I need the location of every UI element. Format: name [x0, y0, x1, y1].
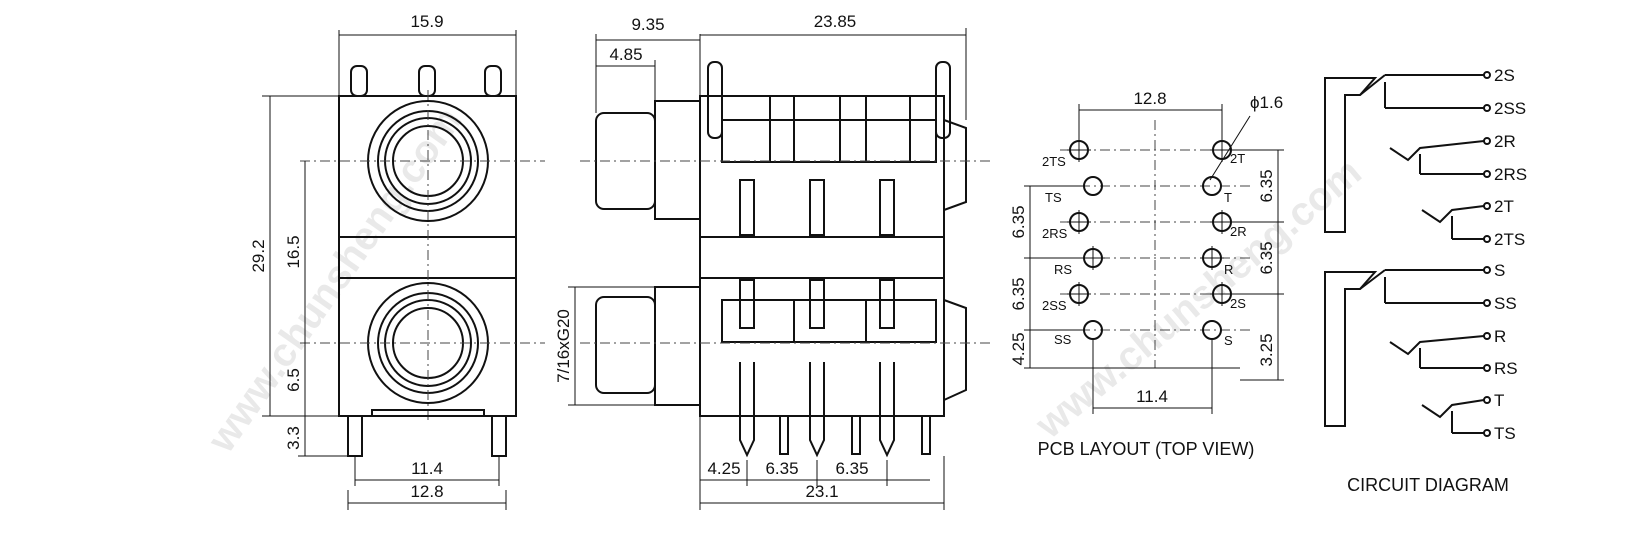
- pcb-label-2T: 2T: [1230, 151, 1245, 166]
- dim-front-width: 15.9: [410, 12, 443, 31]
- dim-body-length: 23.85: [814, 12, 857, 31]
- circuit-terminal-R: R: [1494, 327, 1506, 346]
- circuit-terminal-2SS: 2SS: [1494, 99, 1526, 118]
- pcb-label-2RS: 2RS: [1042, 226, 1068, 241]
- pcb-label-S: S: [1224, 333, 1233, 348]
- dim-pin-span: 23.1: [805, 482, 838, 501]
- dim-pcb-col-span: 12.8: [1133, 89, 1166, 108]
- dim-pcb-left-3: 4.25: [1009, 332, 1028, 365]
- pcb-label-2SS: 2SS: [1042, 298, 1067, 313]
- dim-pin-pitch-b: 6.35: [835, 459, 868, 478]
- circuit-terminal-2TS: 2TS: [1494, 230, 1525, 249]
- watermark: www.chunsheng.com: [199, 99, 471, 461]
- circuit-terminal-2T: 2T: [1494, 197, 1514, 216]
- dim-pin-length: 3.3: [284, 426, 303, 450]
- circuit-terminal-TS: TS: [1494, 424, 1516, 443]
- pcb-hole-RS: [1081, 246, 1105, 270]
- pcb-layout-caption: PCB LAYOUT (TOP VIEW): [1038, 439, 1255, 459]
- dim-total-depth: 9.35: [631, 15, 664, 34]
- watermark-2: www.chunsheng.com: [1027, 150, 1370, 448]
- circuit-diagram: 2S 2SS 2R 2RS 2T 2TS S SS R RS T TS CIRC…: [1324, 66, 1527, 495]
- dim-pcb-right-1: 6.35: [1257, 169, 1276, 202]
- dim-pin-span-inner: 11.4: [411, 459, 443, 478]
- circuit-terminal-RS: RS: [1494, 359, 1518, 378]
- circuit-terminal-2R: 2R: [1494, 132, 1516, 151]
- dim-pcb-bottom-span: 11.4: [1136, 387, 1168, 406]
- pcb-label-2R: 2R: [1230, 224, 1247, 239]
- pcb-hole-2T: [1210, 138, 1234, 162]
- dim-pcb-right-2: 6.35: [1257, 241, 1276, 274]
- pcb-label-RS: RS: [1054, 262, 1072, 277]
- circuit-terminal-2S: 2S: [1494, 66, 1515, 85]
- side-view: 9.35 4.85 23.85 7/16xG20 4.25 6.35 6.35 …: [554, 12, 990, 510]
- circuit-terminal-T: T: [1494, 391, 1504, 410]
- dim-pcb-left-1: 6.35: [1009, 205, 1028, 238]
- dim-front-height: 29.2: [249, 239, 268, 272]
- dim-hole-diameter: ϕ1.6: [1250, 93, 1283, 112]
- dim-lower-offset: 6.5: [284, 368, 303, 392]
- dim-pin-pitch-first: 4.25: [707, 459, 740, 478]
- pcb-label-2S: 2S: [1230, 296, 1246, 311]
- dim-thread: 7/16xG20: [554, 309, 573, 383]
- pcb-hole-2S: [1210, 282, 1234, 306]
- pcb-hole-R: [1200, 246, 1224, 270]
- circuit-terminal-2RS: 2RS: [1494, 165, 1527, 184]
- pcb-label-TS: TS: [1045, 190, 1062, 205]
- pcb-hole-2RS: [1067, 210, 1091, 234]
- dim-pcb-left-2: 6.35: [1009, 277, 1028, 310]
- pcb-label-2TS: 2TS: [1042, 154, 1066, 169]
- pcb-hole-2R: [1210, 210, 1234, 234]
- circuit-terminal-SS: SS: [1494, 294, 1517, 313]
- dim-jack-pitch: 16.5: [284, 235, 303, 268]
- pcb-label-SS: SS: [1054, 332, 1072, 347]
- pcb-hole-2TS: [1067, 138, 1091, 162]
- pcb-layout: 2TS TS 2RS RS 2SS SS 2T T 2R R 2S S 12.8…: [1009, 89, 1284, 459]
- front-view: 15.9 29.2 16.5 6.5 3.3 11.4 12.8: [249, 12, 545, 510]
- dim-pin-pitch-a: 6.35: [765, 459, 798, 478]
- dim-pin-span-outer: 12.8: [410, 482, 443, 501]
- pcb-label-T: T: [1224, 190, 1232, 205]
- pcb-hole-2SS: [1067, 282, 1091, 306]
- pcb-label-R: R: [1224, 262, 1233, 277]
- circuit-terminal-S: S: [1494, 261, 1505, 280]
- circuit-diagram-caption: CIRCUIT DIAGRAM: [1347, 475, 1509, 495]
- dim-pcb-right-3: 3.25: [1257, 333, 1276, 366]
- dim-bushing-depth: 4.85: [609, 45, 642, 64]
